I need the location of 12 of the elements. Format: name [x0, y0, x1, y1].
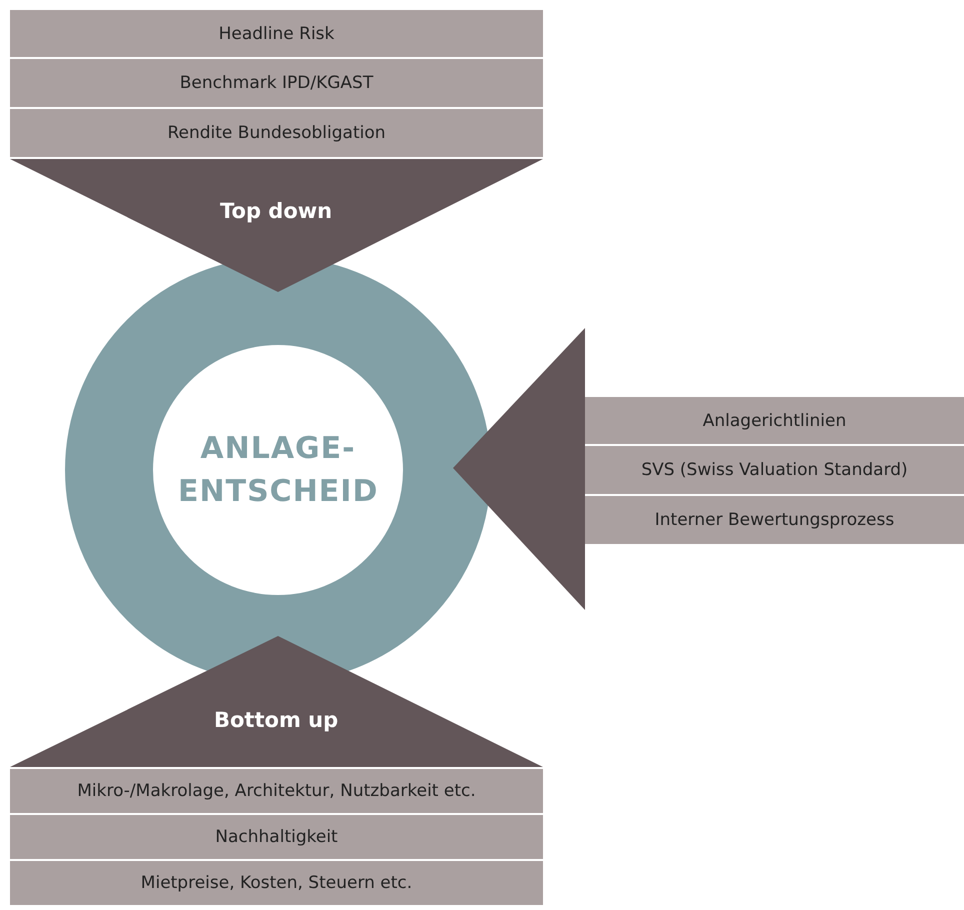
criterion-bar: Benchmark IPD/KGAST — [10, 59, 543, 107]
criterion-bar: Interner Bewertungsprozess — [585, 496, 964, 544]
criterion-bar: Mikro-/Makrolage, Architektur, Nutzbarkeit etc. — [10, 769, 543, 813]
criterion-bar: SVS (Swiss Valuation Standard) — [585, 446, 964, 494]
criterion-bar: Mietpreise, Kosten, Steuern etc. — [10, 861, 543, 905]
criterion-bar: Rendite Bundesobligation — [10, 109, 543, 157]
criterion-bar: Headline Risk — [10, 10, 543, 57]
arrow-label: Bottom up — [214, 708, 338, 732]
criterion-bar: Nachhaltigkeit — [10, 815, 543, 859]
center-label: ANLAGE- ENTSCHEID — [178, 430, 378, 511]
criterion-bar: Anlagerichtlinien — [585, 397, 964, 444]
arrow-label: Top down — [220, 199, 332, 223]
